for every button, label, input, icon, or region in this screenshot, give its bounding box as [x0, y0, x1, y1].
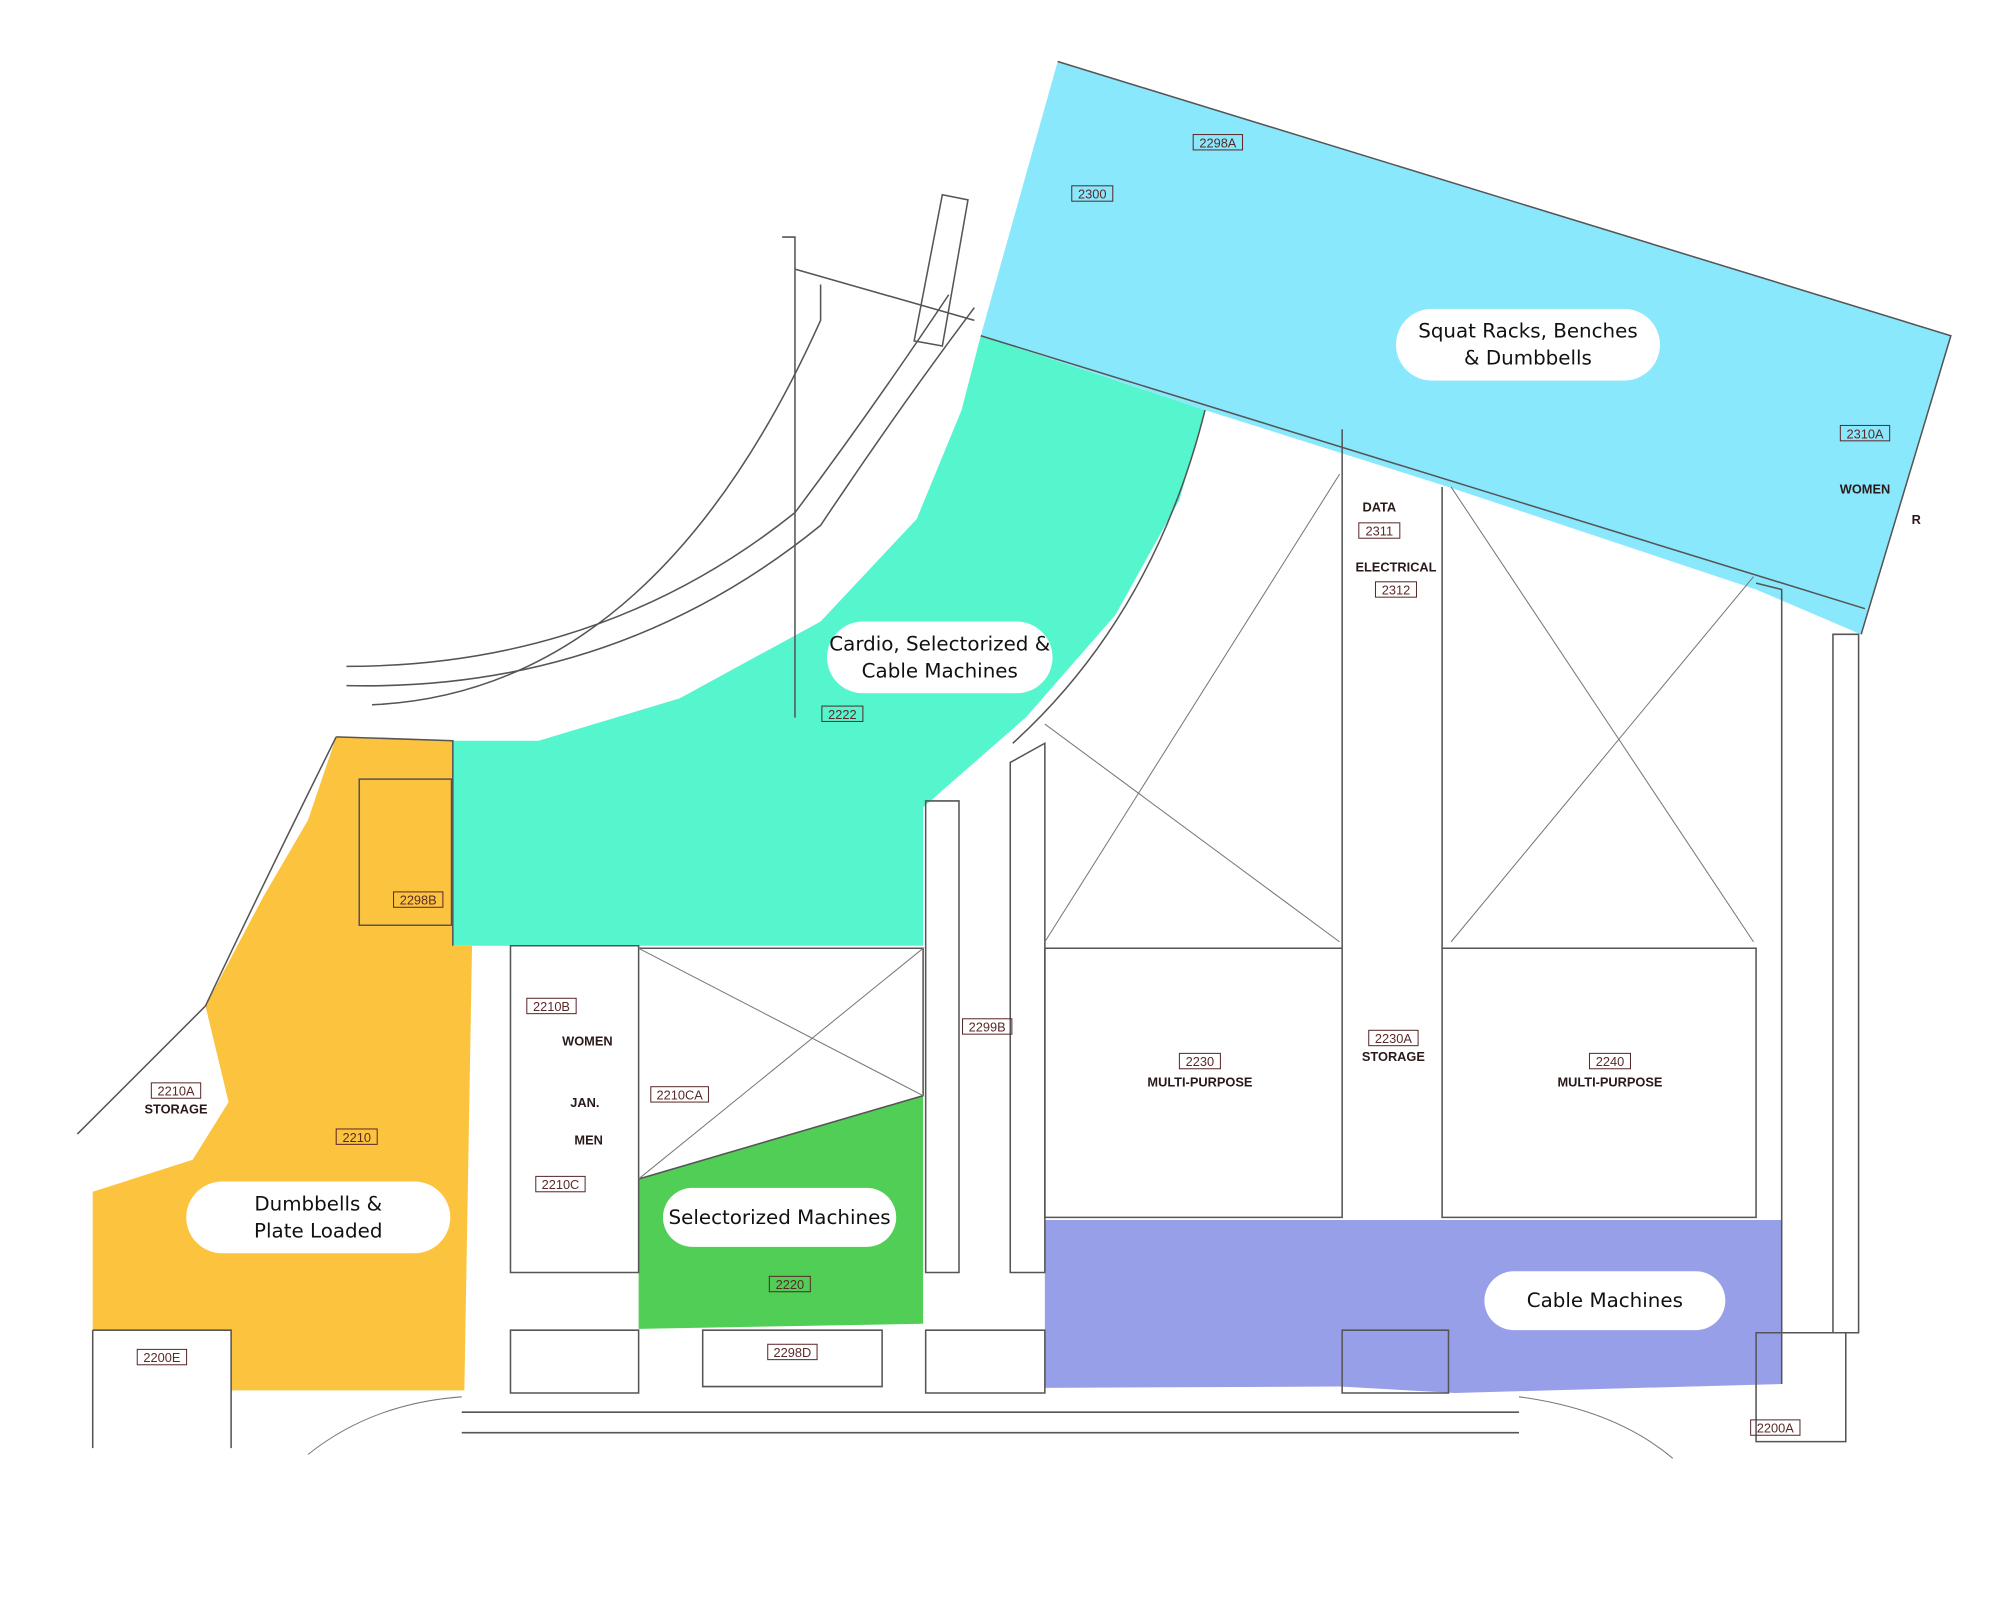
room-tag[interactable]: 2299B: [962, 1018, 1013, 1035]
room-tag[interactable]: 2200A: [1750, 1419, 1801, 1436]
zone-cardio[interactable]: [452, 335, 1206, 946]
room-number-box: [1178, 1052, 1221, 1070]
room-tag[interactable]: 2210C MEN: [535, 1132, 603, 1193]
room-name: STORAGE: [144, 1102, 208, 1117]
room-name: WOMEN: [562, 1034, 612, 1049]
room-number: 2230A: [1375, 1031, 1412, 1046]
room-number: 2310A: [1846, 426, 1883, 441]
room-number-box: [335, 1128, 378, 1145]
room-number: 2222: [828, 707, 856, 722]
room-number-box: [1588, 1052, 1631, 1070]
zone-label-text: Plate Loaded: [254, 1219, 382, 1242]
room-number-box: [535, 1175, 586, 1193]
room-tag[interactable]: 2230A STORAGE: [1362, 1029, 1426, 1064]
room-name: DATA: [1362, 499, 1396, 514]
room-number-box: [150, 1082, 202, 1099]
zone-label-text: Cable Machines: [862, 659, 1018, 682]
room-number: 2298D: [774, 1345, 812, 1360]
room-tag[interactable]: 2210A STORAGE: [144, 1082, 208, 1117]
zone-label-pill: Cardio, Selectorized & Cable Machines: [827, 621, 1053, 694]
room-number: 2298B: [400, 893, 437, 908]
room-number: 2300: [1078, 187, 1106, 202]
room-name: JAN.: [570, 1095, 599, 1110]
room-number-box: [962, 1018, 1013, 1035]
zone-label-pill: Selectorized Machines: [662, 1187, 897, 1247]
room-number-box: [136, 1348, 188, 1366]
room-number-box: [1192, 134, 1244, 151]
room-tag[interactable]: 2210CA JAN.: [570, 1086, 709, 1111]
room-number-box: [1071, 185, 1114, 202]
room-name: MEN: [574, 1132, 602, 1147]
room-tag[interactable]: 2298D: [767, 1343, 818, 1361]
zone-label-text: Cardio, Selectorized &: [829, 632, 1050, 655]
room-number: 2210: [342, 1130, 370, 1145]
room-number: 2240: [1596, 1054, 1624, 1069]
pill-background: [1484, 1271, 1726, 1331]
room-name: MULTI-PURPOSE: [1147, 1075, 1252, 1090]
room-tag[interactable]: 2222: [821, 705, 864, 722]
room-name: ELECTRICAL: [1355, 560, 1436, 575]
mark-r: R: [1912, 512, 1921, 527]
room-number: 2312: [1382, 583, 1410, 598]
room-tag[interactable]: 2210: [335, 1128, 378, 1145]
room-tag[interactable]: 2220: [768, 1275, 811, 1293]
room-tag[interactable]: 2210B WOMEN: [526, 997, 613, 1049]
room-tag[interactable]: 2298A: [1192, 134, 1244, 151]
room-tag[interactable]: 2311 DATA: [1358, 499, 1401, 539]
room-number-box: [1750, 1419, 1801, 1436]
zone-dumbbells-plate-loaded[interactable]: [92, 736, 473, 1391]
pill-background: [827, 621, 1053, 694]
zone-label-text: Selectorized Machines: [669, 1206, 891, 1229]
zone-label-text: Cable Machines: [1527, 1289, 1683, 1312]
room-number: 2200A: [1757, 1421, 1794, 1436]
room-number: 2298A: [1199, 135, 1236, 150]
pill-background: [186, 1181, 451, 1254]
room-number: 2210B: [533, 999, 570, 1014]
room-number-box: [393, 891, 444, 908]
room-tag[interactable]: 2310A WOMEN: [1839, 424, 1891, 496]
zone-label-pill: Squat Racks, Benches & Dumbbells: [1395, 308, 1660, 381]
room-tag[interactable]: 2300: [1071, 185, 1114, 202]
room-number: 2210CA: [657, 1088, 704, 1103]
pill-background: [662, 1187, 897, 1247]
room-number: 2210A: [158, 1084, 195, 1099]
room-number-box: [1839, 424, 1891, 442]
zone-label-text: & Dumbbells: [1464, 347, 1592, 370]
room-tag[interactable]: 2312 ELECTRICAL: [1355, 560, 1437, 598]
room-number: 2200E: [143, 1350, 180, 1365]
room-number-box: [768, 1275, 811, 1293]
zone-cable-machines[interactable]: [1044, 1219, 1782, 1393]
zone-label-pill: Dumbbells & Plate Loaded: [186, 1181, 451, 1254]
zone-label-text: Squat Racks, Benches: [1418, 320, 1638, 343]
room-name: WOMEN: [1840, 481, 1890, 496]
room-number: 2220: [776, 1277, 804, 1292]
room-number-box: [1358, 522, 1401, 539]
room-tag[interactable]: 2200E: [136, 1348, 188, 1366]
room-number: 2230: [1186, 1054, 1214, 1069]
room-number: 2299B: [969, 1020, 1006, 1035]
room-tag[interactable]: 2298B: [393, 891, 444, 908]
room-number-box: [821, 705, 864, 722]
room-labels: 2300 2298A 2310A WOMEN 2311 DATA 2312 ELECTRICA…: [136, 134, 1891, 1436]
room-number: 2210C: [542, 1177, 580, 1192]
room-number-box: [526, 997, 577, 1015]
zone-label-text: Dumbbells &: [254, 1192, 382, 1215]
pill-background: [1395, 308, 1660, 381]
room-name: STORAGE: [1362, 1049, 1426, 1064]
room-number-box: [1374, 581, 1417, 598]
zone-label-pill: Cable Machines: [1484, 1271, 1726, 1331]
room-number-box: [650, 1086, 709, 1103]
walls: [76, 60, 1952, 1459]
room-name: MULTI-PURPOSE: [1557, 1075, 1662, 1090]
room-number-box: [1368, 1029, 1419, 1047]
room-number: 2311: [1366, 524, 1394, 539]
room-number-box: [767, 1343, 818, 1361]
